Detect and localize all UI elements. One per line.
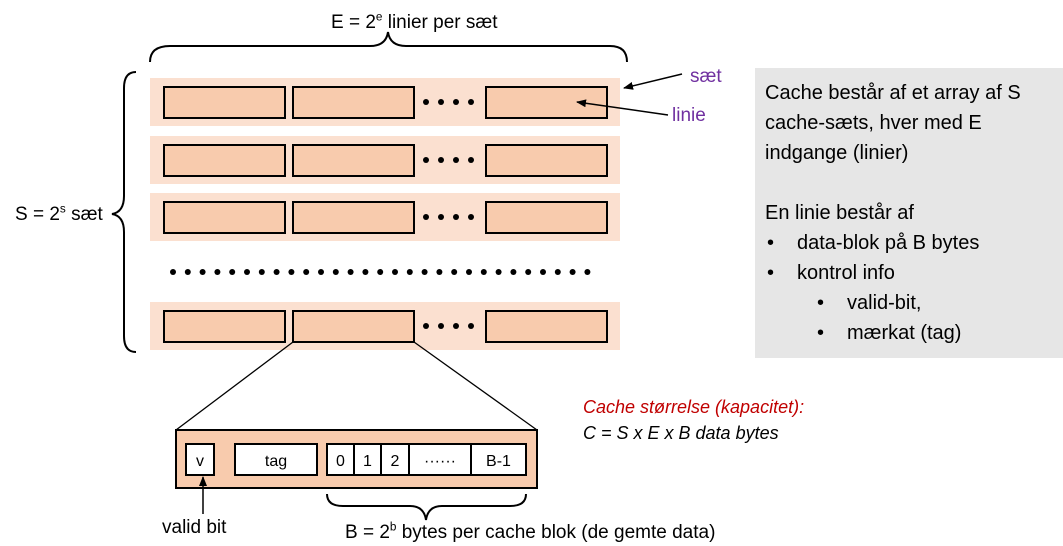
bottom-label-rest: bytes per cache blok (de gemte data) <box>396 522 716 543</box>
byte-cell <box>380 443 410 476</box>
ellipsis-dot <box>332 269 339 275</box>
byte-label-last: B-1 <box>486 453 511 470</box>
valid-bit-text: v <box>196 453 204 470</box>
ellipsis-dot <box>318 269 324 275</box>
cache-line-box <box>485 144 608 177</box>
ellipsis-dot <box>421 269 428 275</box>
info-paragraph: Cache består af et array af S cache-sæts… <box>765 82 1021 164</box>
ellipsis-dot <box>303 269 310 275</box>
set-pointer-arrow <box>623 73 683 90</box>
bottom-label-exp: b <box>389 520 397 534</box>
cache-line-box <box>485 201 608 234</box>
set-label: sæt <box>690 66 722 87</box>
valid-bit-cell <box>185 443 215 476</box>
ellipsis-dots <box>423 323 474 329</box>
left-label-rest: sæt <box>65 204 103 225</box>
cache-line-box <box>292 86 415 119</box>
ellipsis-dot <box>244 269 250 275</box>
byte-ellipsis: ······ <box>424 453 456 470</box>
zoom-line-right <box>413 341 538 431</box>
ellipsis-dot <box>258 269 265 275</box>
ellipsis-dot <box>510 269 517 275</box>
top-label: E = 2e linier per sæt <box>331 10 498 33</box>
ellipsis-dot <box>170 269 176 275</box>
cache-line-box <box>485 310 608 343</box>
ellipsis-dot <box>540 269 546 275</box>
cache-line-box <box>163 201 286 234</box>
ellipsis-dot <box>406 269 413 275</box>
ellipsis-dot <box>525 269 532 275</box>
top-label-rest: linier per sæt <box>382 12 498 33</box>
ellipsis-dot <box>229 269 236 275</box>
ellipsis-dot <box>480 269 487 275</box>
zoom-line-left <box>175 341 294 431</box>
info-sublist-item: valid-bit, <box>765 288 1057 318</box>
bottom-label-base: B = 2 <box>345 522 390 543</box>
line-pointer-arrow <box>576 99 669 116</box>
ellipsis-dot <box>495 269 502 275</box>
byte-label: 1 <box>363 453 372 470</box>
ellipsis-dot <box>362 269 369 275</box>
info-sublist-item: mærkat (tag) <box>765 318 1057 348</box>
info-sublist: valid-bit, mærkat (tag) <box>765 288 1057 348</box>
tag-text: tag <box>265 453 287 470</box>
top-brace <box>149 31 628 63</box>
left-brace <box>111 71 137 353</box>
ellipsis-dot <box>392 269 398 275</box>
byte-label: 2 <box>391 453 400 470</box>
cache-line-box <box>292 201 415 234</box>
ellipsis-dots <box>423 157 474 163</box>
cache-line-box <box>485 86 608 119</box>
ellipsis-dots <box>423 99 474 105</box>
ellipsis-dot <box>273 269 280 275</box>
ellipsis-dot <box>288 269 295 275</box>
ellipsis-dot <box>451 269 458 275</box>
cache-line-box <box>163 310 286 343</box>
cache-line-box <box>163 86 286 119</box>
left-label: S = 2s sæt <box>15 202 103 225</box>
info-list-item: kontrol info <box>765 258 1057 288</box>
ellipsis-dot <box>554 269 561 275</box>
info-list-item: data-blok på B bytes <box>765 228 1057 258</box>
byte-cell <box>470 443 527 476</box>
left-label-base: S = 2 <box>15 204 60 225</box>
line-label: linie <box>672 105 706 126</box>
cache-line-box <box>292 310 415 343</box>
ellipsis-dot <box>436 269 443 275</box>
ellipsis-dot <box>184 269 191 275</box>
ellipsis-dot <box>584 269 591 275</box>
info-box: Cache består af et array af S cache-sæts… <box>755 68 1063 358</box>
info-spacer <box>765 168 1057 198</box>
bottom-brace <box>326 493 527 521</box>
tag-cell <box>234 443 318 476</box>
formula-title: Cache størrelse (kapacitet): <box>583 397 805 417</box>
cache-set-row <box>150 193 620 241</box>
ellipsis-dot <box>214 269 221 275</box>
cache-set-row <box>150 302 620 350</box>
ellipsis-dots <box>423 214 474 220</box>
cache-set-row <box>150 78 620 126</box>
byte-label: 0 <box>336 453 345 470</box>
top-label-base: E = 2 <box>331 12 376 33</box>
ellipsis-dots-row <box>170 269 591 275</box>
capacity-formula: Cache størrelse (kapacitet): C = S x E x… <box>583 394 804 446</box>
ellipsis-dot <box>347 269 354 275</box>
cache-set-row <box>150 136 620 184</box>
top-label-exp: e <box>375 10 383 24</box>
bottom-label: B = 2b bytes per cache blok (de gemte da… <box>345 520 716 543</box>
byte-cell <box>408 443 472 476</box>
ellipsis-dot <box>199 269 206 275</box>
formula-expression: C = S x E x B data bytes <box>583 423 779 443</box>
valid-bit-label: valid bit <box>162 517 227 538</box>
left-label-exp: s <box>59 202 66 216</box>
info-list: data-blok på B bytes kontrol info <box>765 228 1057 288</box>
ellipsis-dot <box>569 269 576 275</box>
cache-line-box <box>292 144 415 177</box>
info-paragraph: En linie består af <box>765 202 914 224</box>
cache-line-box <box>163 144 286 177</box>
ellipsis-dot <box>377 269 384 275</box>
ellipsis-dot <box>466 269 472 275</box>
